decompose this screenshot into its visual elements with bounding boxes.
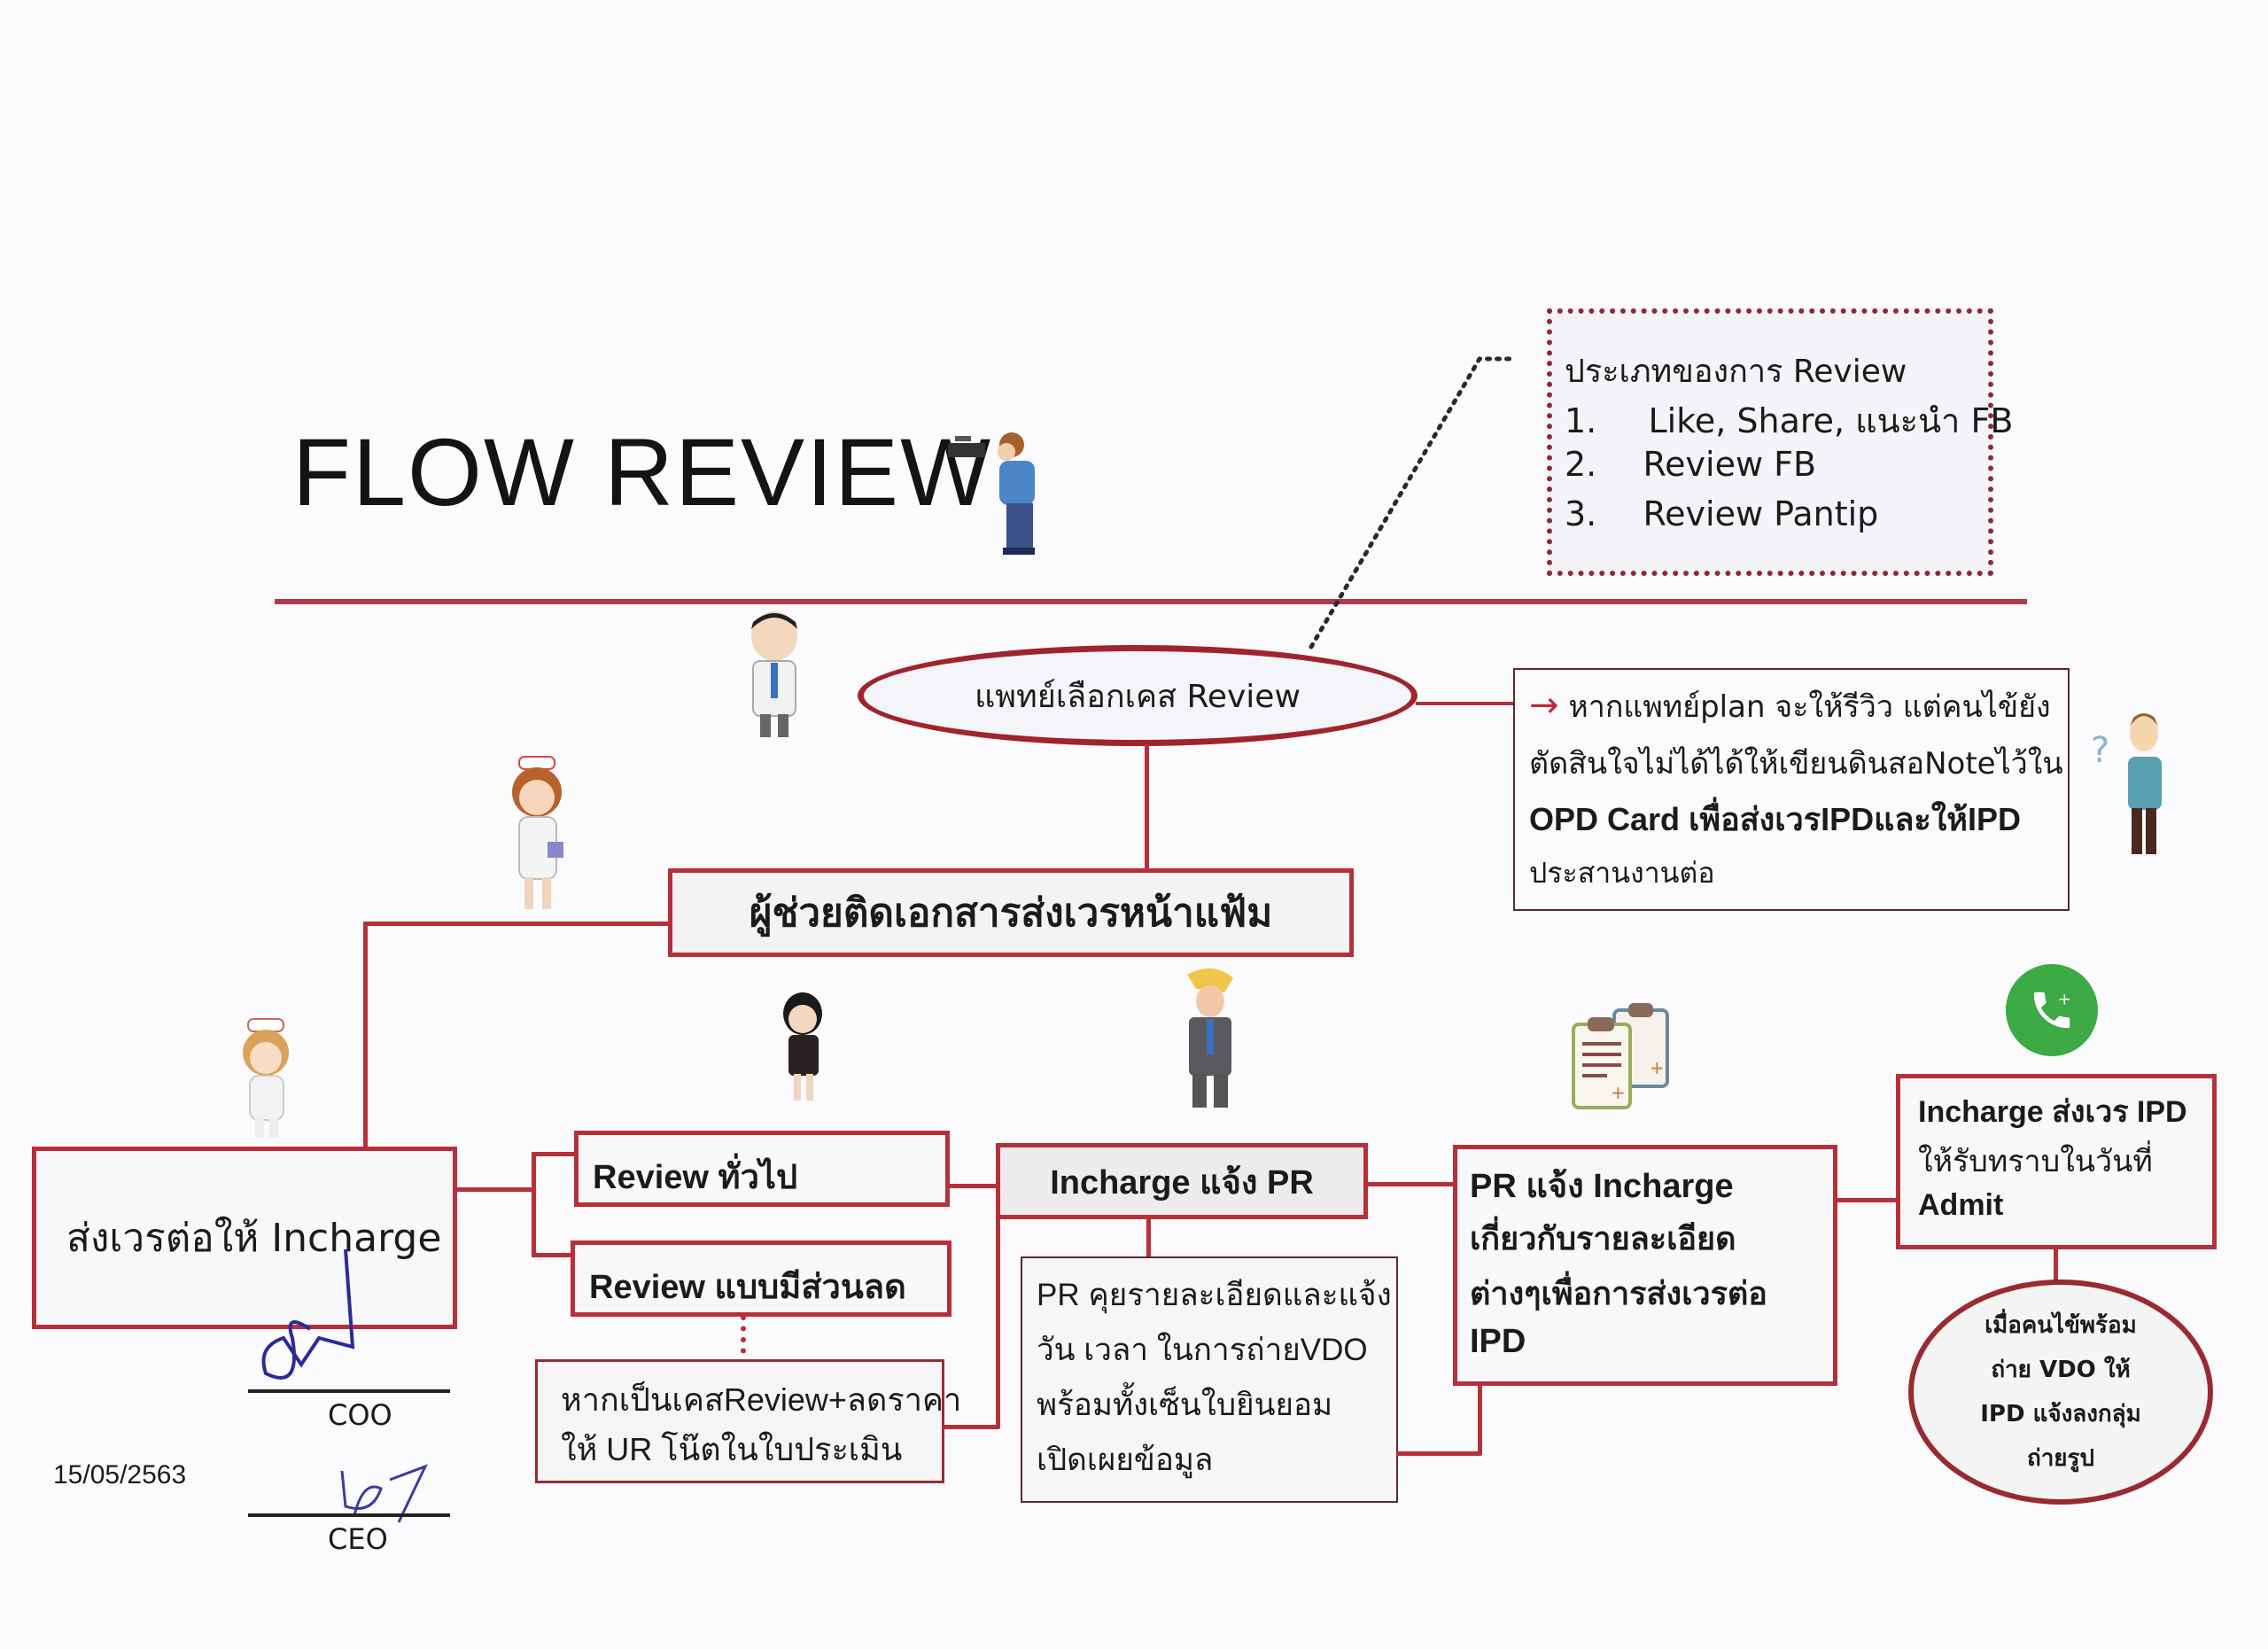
pr-details-box: PR คุยรายละเอียดและแจ้ง วัน เวลา ในการถ่… [1021,1256,1398,1503]
note-line: Admit [1918,1188,2004,1222]
note-line: พร้อมทั้งเซ็นใบยินยอม [1037,1388,1333,1422]
review-discount-node: Review แบบมีส่วนลด [571,1241,951,1317]
review-types-box: ประเภทของการ Review 1. Like, Share, แนะน… [1547,308,2013,576]
item-number: 3. [1565,494,1597,533]
review-types-heading: ประเภทของการ Review [1565,354,1907,390]
ceo-signature [340,1464,428,1523]
item-text: Like, Share, แนะนำ FB [1648,401,2014,440]
note-line: ตัดสินใจไม่ได้ได้ให้เขียนดินสอNoteไว้ใน [1529,746,2063,782]
ceo-label: CEO [328,1522,388,1556]
note-line: ต่างๆเพื่อการส่งเวรต่อ [1470,1276,1767,1312]
item-number: 1. [1565,401,1597,440]
note-line: เกี่ยวกับรายละเอียด [1470,1221,1736,1257]
title-divider [275,599,2027,604]
connector-line [363,922,672,926]
item-text: Review FB [1643,445,1817,484]
note-line: PR คุยรายละเอียดและแจ้ง [1037,1278,1392,1312]
ceo-signature-line [248,1513,450,1517]
review-general-node: Review ทั่วไป [574,1131,950,1207]
item-number: 2. [1565,445,1597,484]
note-line: ประสานงานต่อ [1529,856,1715,890]
page-title: FLOW REVIEW [292,418,993,525]
note-line: ถ่าย VDO ให้ [1991,1357,2131,1383]
staff-icon [767,989,838,1106]
note-line: OPD Card เพื่อส่งเวรIPDและให้IPD [1529,801,2022,837]
connector-line [532,1152,536,1256]
connector-line [1366,1182,1455,1186]
connector-line [1396,1451,1481,1456]
note-line: เมื่อคนไข้พร้อม [1984,1312,2137,1339]
phone-icon: + [2006,964,2098,1056]
handover-incharge-node: ส่งเวรต่อให้ Incharge [32,1147,457,1329]
review-discount-label: Review แบบมีส่วนลด [589,1269,906,1306]
note-line: ให้ UR โน๊ตในใบประเมิน [561,1431,903,1467]
patient-ready-node: เมื่อคนไข้พร้อม ถ่าย VDO ให้ IPD แจ้งลงก… [1908,1280,2213,1505]
note-line: PR แจ้ง Incharge [1470,1168,1734,1205]
connector-line [455,1187,535,1192]
doctor-select-node: แพทย์เลือกเคส Review [858,645,1418,746]
connector-line [363,922,368,1148]
pr-notify-incharge-node: PR แจ้ง Incharge เกี่ยวกับรายละเอียด ต่า… [1453,1145,1837,1386]
assistant-node: ผู้ช่วยติดเอกสารส่งเวรหน้าแฟ้ม [668,868,1354,957]
pr-person-icon [1169,966,1249,1116]
svg-text:+: + [1611,1082,1626,1103]
connector-line [1836,1198,1899,1202]
connector-line [532,1253,578,1257]
nurse-icon [494,753,583,922]
note-line: IPD แจ้งลงกลุ่ม [1980,1401,2141,1427]
handover-incharge-label: ส่งเวรต่อให้ Incharge [66,1216,442,1261]
connector-line [1146,1217,1151,1260]
note-line: ให้รับทราบในวันที่ [1918,1144,2153,1179]
review-general-label: Review ทั่วไป [593,1159,798,1196]
nurse-icon [232,1017,303,1141]
note-line: เปิดเผยข้อมูล [1037,1443,1214,1477]
dotted-connector [741,1315,746,1365]
doctor-select-label: แพทย์เลือกเคส Review [975,678,1301,715]
svg-text:?: ? [2091,730,2109,771]
review-type-item: 1. Like, Share, แนะนำ FB [1565,393,2013,447]
discount-note-box: หากเป็นเคสReview+ลดราคา ให้ UR โน๊ตในใบป… [535,1359,961,1483]
connector-line [1145,744,1149,874]
assistant-label: ผู้ช่วยติดเอกสารส่งเวรหน้าแฟ้ม [749,891,1273,935]
note-line: → หากแพทย์plan จะให้รีวิว แต่คนไข้ยัง [1529,685,2051,726]
incharge-notify-pr-label: Incharge แจ้ง PR [1050,1163,1314,1202]
note-line: หากเป็นเคสReview+ลดราคา [561,1381,962,1418]
coo-signature [261,1248,355,1380]
incharge-ipd-node: Incharge ส่งเวร IPD ให้รับทราบในวันที่ A… [1896,1074,2217,1249]
document-date: 15/05/2563 [53,1460,187,1490]
confused-patient-icon: ? [2091,709,2188,868]
doctor-note-box: → หากแพทย์plan จะให้รีวิว แต่คนไข้ยัง ตั… [1513,668,2070,911]
review-type-item: 3. Review Pantip [1565,494,1878,533]
incharge-notify-pr-node: Incharge แจ้ง PR [996,1143,1368,1219]
coo-signature-line [248,1389,450,1393]
doctor-icon [737,610,813,743]
note-line: วัน เวลา ในการถ่ายVDO [1037,1333,1368,1367]
review-type-item: 2. Review FB [1565,445,1816,484]
connector-line [948,1184,998,1188]
item-text: Review Pantip [1643,494,1879,533]
coo-label: COO [328,1398,392,1432]
clipboard-icon: + + [1565,998,1680,1113]
connector-line [1478,1382,1482,1455]
arrow-right-icon: → [1529,685,1559,726]
note-line: Incharge ส่งเวร IPD [1918,1095,2187,1129]
note-line: IPD [1470,1323,1526,1360]
svg-text:+: + [2058,990,2071,1008]
connector-line [996,1184,1000,1428]
connector-line [2054,1248,2058,1285]
svg-text:+: + [1650,1057,1665,1078]
connector-line [532,1152,578,1156]
note-line: ถ่ายรูป [2026,1445,2095,1472]
dotted-connector [1309,356,1518,649]
connector-line [1416,702,1517,705]
cameraman-icon [948,425,1045,558]
connector-line [943,1425,999,1429]
